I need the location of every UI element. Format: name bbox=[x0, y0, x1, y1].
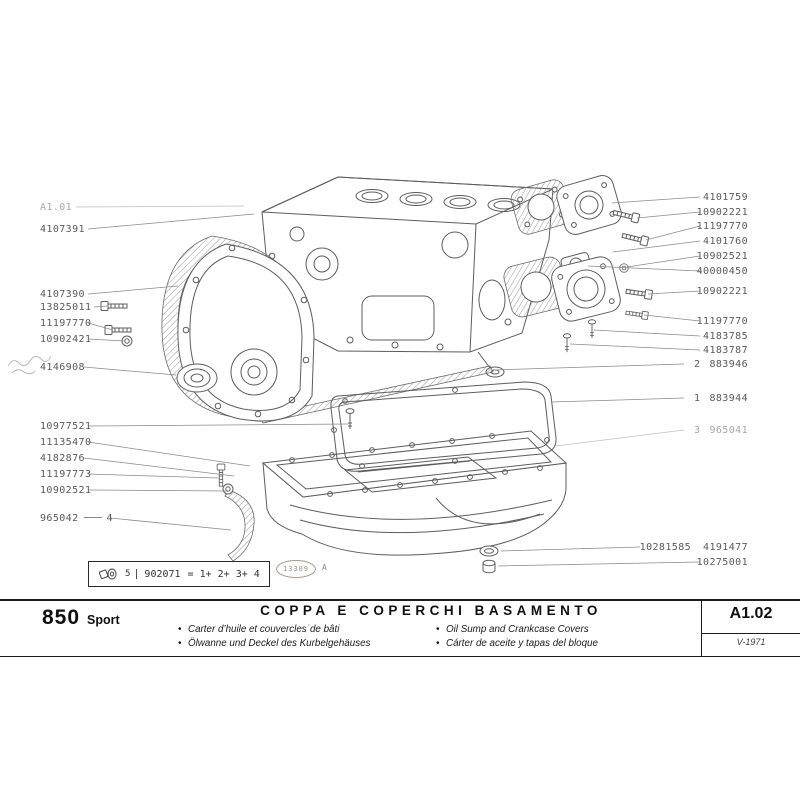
part-label: 4146908 bbox=[40, 362, 85, 373]
model-variant: Sport bbox=[87, 613, 120, 627]
title-english: •Oil Sump and Crankcase Covers bbox=[436, 624, 589, 635]
leader-lines bbox=[75, 196, 701, 567]
footer-divider-vertical bbox=[701, 599, 702, 657]
page-title: COPPA E COPERCHI BASAMENTO bbox=[260, 603, 602, 618]
rear-cover-lower bbox=[503, 256, 621, 322]
part-label: 10977521 bbox=[40, 421, 92, 432]
legend-ref: 5 bbox=[125, 569, 138, 579]
engine-block bbox=[261, 176, 554, 378]
part-label: 10902221 bbox=[696, 207, 748, 218]
handwritten-annotation bbox=[7, 355, 52, 375]
stamp-letter: A bbox=[322, 563, 327, 572]
part-label: 10275001 bbox=[696, 557, 748, 568]
part-label: 4183785 bbox=[703, 331, 748, 342]
title-german: •Ölwanne und Deckel des Kurbelgehäuses bbox=[178, 638, 371, 649]
sump-gasket bbox=[330, 381, 557, 472]
inspection-stamp: 13309 bbox=[276, 560, 316, 578]
title-block: COPPA E COPERCHI BASAMENTO •Carter d’hui… bbox=[170, 603, 692, 649]
part-label: 11197770 bbox=[40, 318, 92, 329]
legend-part-number: 902071 bbox=[144, 568, 181, 580]
title-spanish: •Cárter de aceite y tapas del bloque bbox=[436, 638, 598, 649]
footer-rule-bottom bbox=[0, 656, 800, 657]
part-label: 11197770 bbox=[696, 221, 748, 232]
part-label: 40000450 bbox=[696, 266, 748, 277]
part-label: 11197770 bbox=[696, 316, 748, 327]
part-label: 11135470 bbox=[40, 437, 92, 448]
crankshaft-seal-rings bbox=[176, 363, 218, 393]
part-label: 10902421 bbox=[40, 334, 92, 345]
part-label: 4107391 bbox=[40, 224, 85, 235]
edition-code: V-1971 bbox=[736, 637, 766, 647]
gasket-set-icon bbox=[98, 568, 117, 580]
gasket-set-legend: 5 902071 = 1+ 2+ 3+ 4 bbox=[88, 561, 270, 587]
part-label: 11197773 bbox=[40, 469, 92, 480]
part-label: 4107390 bbox=[40, 289, 85, 300]
part-label: 10902521 bbox=[696, 251, 748, 262]
footer-rule-top bbox=[0, 599, 800, 601]
title-french: •Carter d’huile et couvercles˙de bâti bbox=[178, 624, 340, 635]
drain-plug bbox=[479, 545, 499, 574]
corner-seal-left bbox=[224, 489, 255, 562]
sheet-code: A1.02 bbox=[729, 605, 773, 622]
exploded-diagram bbox=[7, 175, 701, 574]
rear-cover-upper bbox=[510, 175, 622, 235]
leader-dash bbox=[83, 516, 102, 518]
part-label: 10902521 bbox=[40, 485, 92, 496]
title-translations: •Carter d’huile et couvercles˙de bâti •O… bbox=[170, 624, 692, 649]
crankcase-strip-gasket bbox=[258, 365, 494, 424]
legend-equation: = 1+ 2+ 3+ 4 bbox=[187, 568, 260, 580]
part-label: 4101759 bbox=[703, 192, 748, 203]
previous-sheet-ref: A1.01 bbox=[40, 202, 73, 213]
part-label: 10902221 bbox=[696, 286, 748, 297]
oil-sump bbox=[261, 430, 568, 556]
part-label: 13825011 bbox=[40, 302, 92, 313]
part-label: 4101760 bbox=[703, 236, 748, 247]
part-label: 4183787 bbox=[703, 345, 748, 356]
part-label: 4182876 bbox=[40, 453, 85, 464]
sheet-box-divider bbox=[701, 633, 800, 634]
